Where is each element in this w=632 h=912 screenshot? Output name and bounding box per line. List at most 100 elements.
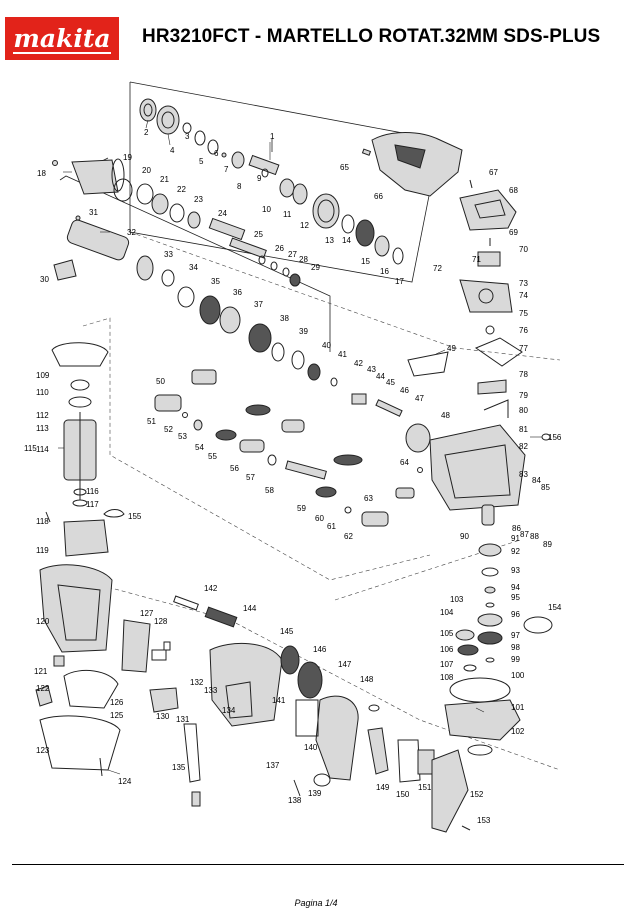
callout-63: 63 (364, 494, 373, 503)
callout-10: 10 (262, 205, 271, 214)
callout-57: 57 (246, 473, 255, 482)
callout-81: 81 (519, 425, 528, 434)
callout-60: 60 (315, 514, 324, 523)
callout-20: 20 (142, 166, 151, 175)
callout-31: 31 (89, 208, 98, 217)
callout-141: 141 (272, 696, 286, 705)
footer-divider (12, 864, 624, 865)
callout-5: 5 (199, 157, 204, 166)
callout-35: 35 (211, 277, 220, 286)
callout-103: 103 (450, 595, 464, 604)
callout-156: 156 (548, 433, 562, 442)
callout-112: 112 (36, 411, 49, 420)
callout-49: 49 (447, 344, 456, 353)
callout-87: 87 (520, 530, 529, 539)
callout-45: 45 (386, 378, 395, 387)
callout-70: 70 (519, 245, 528, 254)
callout-64: 64 (400, 458, 409, 467)
callout-151: 151 (418, 783, 432, 792)
callout-6: 6 (214, 149, 219, 158)
callout-37: 37 (254, 300, 263, 309)
callout-114: 114 (36, 445, 49, 454)
callout-27: 27 (288, 250, 297, 259)
callout-98: 98 (511, 643, 520, 652)
callout-23: 23 (194, 195, 203, 204)
callout-140: 140 (304, 743, 318, 752)
callout-146: 146 (313, 645, 327, 654)
callout-132: 132 (190, 678, 204, 687)
callout-72: 72 (433, 264, 442, 273)
callout-104: 104 (440, 608, 454, 617)
gearbox-parts (139, 98, 404, 265)
callout-130: 130 (156, 712, 170, 721)
callout-116: 116 (86, 487, 99, 496)
callout-80: 80 (519, 406, 528, 415)
callout-138: 138 (288, 796, 302, 805)
callout-74: 74 (519, 291, 528, 300)
callout-1: 1 (270, 132, 275, 141)
callout-153: 153 (477, 816, 491, 825)
callout-32: 32 (127, 228, 136, 237)
callout-73: 73 (519, 279, 528, 288)
callout-119: 119 (36, 546, 49, 555)
callout-105: 105 (440, 629, 454, 638)
callout-86: 86 (512, 524, 521, 533)
callout-66: 66 (374, 192, 383, 201)
callout-142: 142 (204, 584, 218, 593)
callout-34: 34 (189, 263, 198, 272)
callout-65: 65 (340, 163, 349, 172)
callout-58: 58 (265, 486, 274, 495)
callout-84: 84 (532, 476, 541, 485)
callout-133: 133 (204, 686, 218, 695)
callout-117: 117 (86, 500, 99, 509)
callout-11: 11 (283, 210, 292, 219)
callout-149: 149 (376, 783, 390, 792)
callout-145: 145 (280, 627, 294, 636)
callout-50: 50 (156, 377, 165, 386)
callout-155: 155 (128, 512, 142, 521)
callout-124: 124 (118, 777, 132, 786)
callout-48: 48 (441, 411, 450, 420)
callout-120: 120 (36, 617, 50, 626)
callout-82: 82 (519, 442, 528, 451)
callout-126: 126 (110, 698, 124, 707)
callout-121: 121 (34, 667, 48, 676)
callout-17: 17 (395, 277, 404, 286)
callout-3: 3 (185, 132, 190, 141)
impact-mechanism-parts (154, 351, 526, 527)
callout-24: 24 (218, 209, 227, 218)
callout-33: 33 (164, 250, 173, 259)
callout-7: 7 (224, 165, 229, 174)
callout-131: 131 (176, 715, 190, 724)
callout-71: 71 (472, 255, 481, 264)
callout-77: 77 (519, 344, 528, 353)
piston-parts (52, 158, 338, 387)
callout-75: 75 (519, 309, 528, 318)
callout-100: 100 (511, 671, 525, 680)
callout-41: 41 (338, 350, 347, 359)
callout-9: 9 (257, 174, 262, 183)
brand-text: makita (13, 24, 110, 53)
callout-18: 18 (37, 169, 46, 178)
callout-95: 95 (511, 593, 520, 602)
callout-96: 96 (511, 610, 520, 619)
callout-101: 101 (511, 703, 525, 712)
chuck-parts (444, 433, 553, 756)
callout-118: 118 (36, 517, 49, 526)
callout-47: 47 (415, 394, 424, 403)
callout-56: 56 (230, 464, 239, 473)
callout-54: 54 (195, 443, 204, 452)
callout-44: 44 (376, 372, 385, 381)
callout-53: 53 (178, 432, 187, 441)
callout-30: 30 (40, 275, 49, 284)
callout-134: 134 (222, 706, 236, 715)
makita-logo: makita (5, 17, 119, 60)
callout-38: 38 (280, 314, 289, 323)
callout-69: 69 (509, 228, 518, 237)
page-number: Pagina 1/4 (294, 898, 338, 908)
cover-parts (361, 132, 523, 436)
callout-106: 106 (440, 645, 454, 654)
callout-68: 68 (509, 186, 518, 195)
callout-8: 8 (237, 182, 242, 191)
